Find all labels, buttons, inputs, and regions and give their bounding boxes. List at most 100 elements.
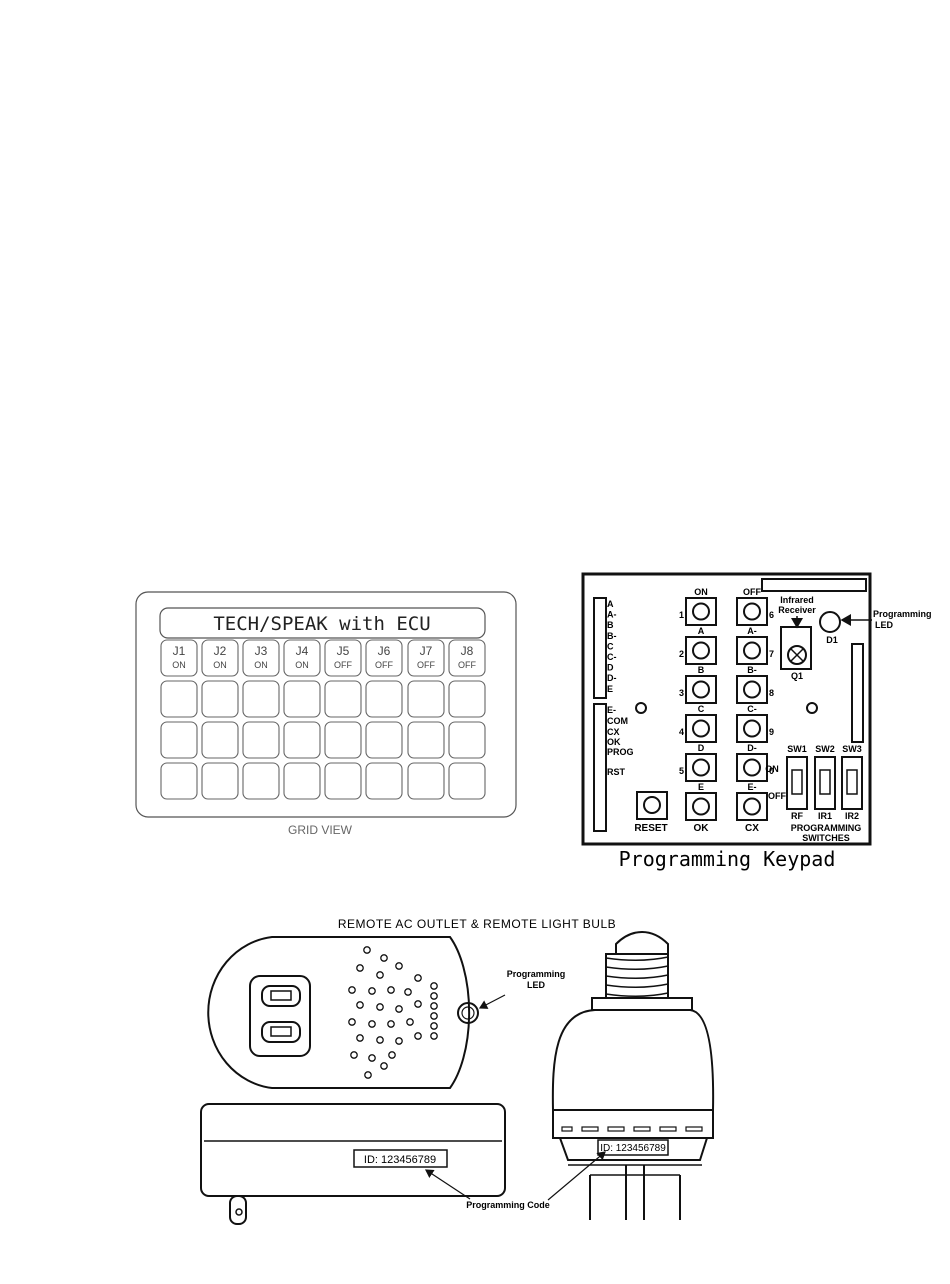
grid-cell-state: OFF — [334, 660, 352, 670]
keypad-key[interactable] — [736, 597, 768, 626]
dip-switch[interactable] — [786, 756, 808, 810]
grid-cell-id: J1 — [173, 644, 186, 658]
grid-cell-empty[interactable] — [407, 762, 445, 800]
led-label-line1: Programming — [873, 609, 932, 619]
grid-cell-empty[interactable] — [201, 680, 239, 718]
outlet-socket-upper — [261, 985, 301, 1007]
dip-switch[interactable] — [841, 756, 863, 810]
grid-cell-empty[interactable] — [283, 680, 321, 718]
grid-cell-id: J4 — [296, 644, 309, 658]
pin-label: RST — [607, 767, 626, 777]
outlet-id-label-box — [353, 1149, 448, 1168]
ir-receiver-label-line2: Receiver — [778, 605, 816, 615]
speaker-hole — [395, 962, 403, 970]
led-part: D1 — [826, 635, 838, 645]
grid-cell-id: J6 — [378, 644, 391, 658]
keypad-key[interactable] — [736, 753, 768, 782]
grid-cell-empty[interactable] — [448, 762, 486, 800]
keypad-key[interactable] — [685, 675, 717, 704]
dip-switch[interactable] — [814, 756, 836, 810]
grid-cell-j6[interactable] — [365, 639, 403, 677]
pin-label: PROG — [607, 747, 634, 757]
speaker-hole — [414, 1000, 422, 1008]
keypad-top-connector — [761, 578, 867, 592]
grid-cell-empty[interactable] — [324, 762, 362, 800]
grid-cell-j1[interactable] — [160, 639, 198, 677]
grid-cell-j8[interactable] — [448, 639, 486, 677]
grid-title: TECH/SPEAK with ECU — [213, 613, 430, 635]
switch-name: SW2 — [815, 744, 835, 754]
keypad-key[interactable] — [736, 675, 768, 704]
grid-cell-empty[interactable] — [160, 762, 198, 800]
keypad-right-connector — [851, 643, 864, 743]
keypad-key[interactable] — [736, 714, 768, 743]
keypad-key[interactable] — [685, 753, 717, 782]
grid-cell-empty[interactable] — [283, 762, 321, 800]
grid-cell-empty[interactable] — [324, 721, 362, 759]
speaker-hole — [376, 1036, 384, 1044]
grid-cell-empty[interactable] — [242, 721, 280, 759]
reset-key[interactable] — [636, 791, 668, 820]
grid-cell-empty[interactable] — [407, 721, 445, 759]
keypad-key[interactable] — [685, 636, 717, 665]
speaker-hole — [368, 987, 376, 995]
grid-cell-empty[interactable] — [365, 680, 403, 718]
pin-label: D — [607, 663, 614, 673]
speaker-hole — [350, 1051, 358, 1059]
grid-cell-empty[interactable] — [448, 680, 486, 718]
keypad-key[interactable] — [685, 597, 717, 626]
pin-label: A- — [607, 610, 617, 620]
grid-cell-j2[interactable] — [201, 639, 239, 677]
key-number: 9 — [769, 727, 774, 737]
key-number: 0 — [769, 766, 774, 776]
keypad-key[interactable] — [685, 792, 717, 821]
grid-cell-empty[interactable] — [365, 762, 403, 800]
grid-title-bar — [159, 607, 486, 639]
grid-cell-empty[interactable] — [365, 721, 403, 759]
grid-cell-empty[interactable] — [242, 680, 280, 718]
grid-cell-j5[interactable] — [324, 639, 362, 677]
grid-cell-id: J3 — [255, 644, 268, 658]
grid-cell-j3[interactable] — [242, 639, 280, 677]
grid-cell-empty[interactable] — [448, 721, 486, 759]
grid-cell-empty[interactable] — [283, 721, 321, 759]
speaker-hole — [376, 971, 384, 979]
keypad-key[interactable] — [685, 714, 717, 743]
grid-cell-empty[interactable] — [242, 762, 280, 800]
switch-caption-line2: SWITCHES — [802, 833, 850, 843]
remote-devices: REMOTE AC OUTLET & REMOTE LIGHT BULB Pro… — [200, 917, 715, 1225]
key-label: C — [698, 704, 705, 714]
grid-cell-empty[interactable] — [201, 721, 239, 759]
outlet-id: ID: 123456789 — [364, 1154, 436, 1166]
speaker-hole — [414, 974, 422, 982]
keypad-key[interactable] — [736, 636, 768, 665]
grid-cell-empty[interactable] — [324, 680, 362, 718]
grid-cell-empty[interactable] — [160, 721, 198, 759]
bulb-adapter: ID: 123456789 — [551, 930, 715, 1220]
pin-label: E- — [607, 705, 616, 715]
programming-code-label: Programming Code — [466, 1200, 550, 1210]
grid-cell-empty[interactable] — [160, 680, 198, 718]
keypad-key[interactable] — [736, 792, 768, 821]
switch-on-label: ON — [765, 764, 779, 774]
grid-cell-j4[interactable] — [283, 639, 321, 677]
speaker-hole — [387, 1020, 395, 1028]
pin-label: A — [607, 599, 614, 609]
grid-cell-state: ON — [295, 660, 309, 670]
grid-cell-empty[interactable] — [201, 762, 239, 800]
key-label: E — [698, 782, 704, 792]
grid-cell-j7[interactable] — [407, 639, 445, 677]
bulb-socket-base — [568, 1164, 702, 1220]
outlet-plug-prong — [229, 1195, 247, 1225]
ir-receiver-lens — [787, 645, 807, 665]
speaker-hole — [430, 1022, 438, 1030]
grid-cell-empty[interactable] — [407, 680, 445, 718]
outlet-led-label-line1: Programming — [507, 969, 566, 979]
key-number: 8 — [769, 688, 774, 698]
speaker-hole — [376, 1003, 384, 1011]
